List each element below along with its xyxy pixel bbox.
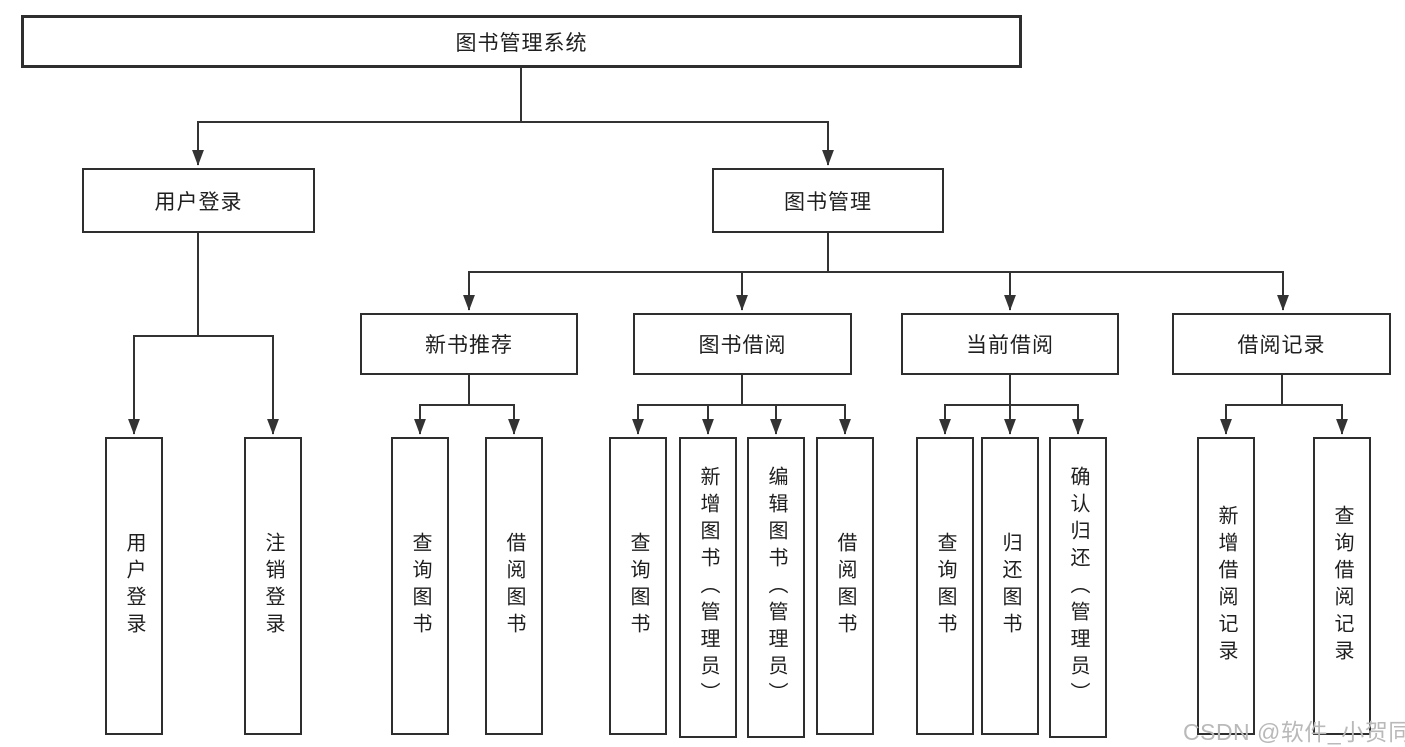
leaf-logout-login-label: 注销登录	[262, 532, 284, 640]
leaf-recommend-borrow-book: 借阅图书	[485, 437, 543, 735]
leaf-borrow-borrow-book: 借阅图书	[816, 437, 874, 735]
leaf-borrow-borrow-book-label: 借阅图书	[834, 532, 856, 640]
leaf-user-login-label: 用户登录	[123, 532, 145, 640]
leaf-logout-login: 注销登录	[244, 437, 302, 735]
node-new-book-recommend: 新书推荐	[360, 313, 578, 375]
leaf-record-add-borrow-record-label: 新增借阅记录	[1215, 505, 1237, 667]
leaf-borrow-query-book-label: 查询图书	[627, 532, 649, 640]
connector-arrows	[128, 122, 1348, 435]
leaf-current-return-book: 归还图书	[981, 437, 1039, 735]
node-borrow-record: 借阅记录	[1172, 313, 1391, 375]
leaf-user-login: 用户登录	[105, 437, 163, 735]
node-book-management: 图书管理	[712, 168, 944, 233]
leaf-borrow-add-book-admin: 新增图书（管理员）	[679, 437, 737, 738]
node-borrow-record-label: 借阅记录	[1237, 334, 1326, 357]
node-book-borrow-label: 图书借阅	[698, 334, 787, 357]
leaf-recommend-query-book-label: 查询图书	[409, 532, 431, 640]
node-book-borrow: 图书借阅	[633, 313, 852, 375]
csdn-watermark: CSDN @软件_小贺同学	[1183, 719, 1405, 745]
leaf-borrow-add-book-admin-label: 新增图书（管理员）	[697, 466, 719, 709]
leaf-record-query-borrow-record: 查询借阅记录	[1313, 437, 1371, 735]
leaf-current-confirm-return-admin: 确认归还（管理员）	[1049, 437, 1107, 738]
node-new-book-recommend-label: 新书推荐	[425, 334, 513, 357]
leaf-record-query-borrow-record-label: 查询借阅记录	[1331, 505, 1353, 667]
leaf-recommend-borrow-book-label: 借阅图书	[503, 532, 525, 640]
connector-trunks	[133, 68, 1343, 406]
leaf-current-query-book-label: 查询图书	[934, 532, 956, 640]
leaf-borrow-edit-book-admin-label: 编辑图书（管理员）	[765, 466, 787, 709]
node-root-library-system: 图书管理系统	[21, 15, 1022, 68]
leaf-current-query-book: 查询图书	[916, 437, 974, 735]
leaf-borrow-query-book: 查询图书	[609, 437, 667, 735]
node-book-management-label: 图书管理	[784, 190, 872, 214]
leaf-recommend-query-book: 查询图书	[391, 437, 449, 735]
node-user-login-label: 用户登录	[154, 190, 243, 214]
node-current-borrow-label: 当前借阅	[966, 334, 1054, 357]
leaf-current-confirm-return-admin-label: 确认归还（管理员）	[1067, 466, 1089, 709]
node-user-login: 用户登录	[82, 168, 315, 233]
leaf-borrow-edit-book-admin: 编辑图书（管理员）	[747, 437, 805, 738]
node-current-borrow: 当前借阅	[901, 313, 1119, 375]
node-root-label: 图书管理系统	[455, 31, 588, 55]
leaf-current-return-book-label: 归还图书	[999, 532, 1021, 640]
leaf-record-add-borrow-record: 新增借阅记录	[1197, 437, 1255, 735]
